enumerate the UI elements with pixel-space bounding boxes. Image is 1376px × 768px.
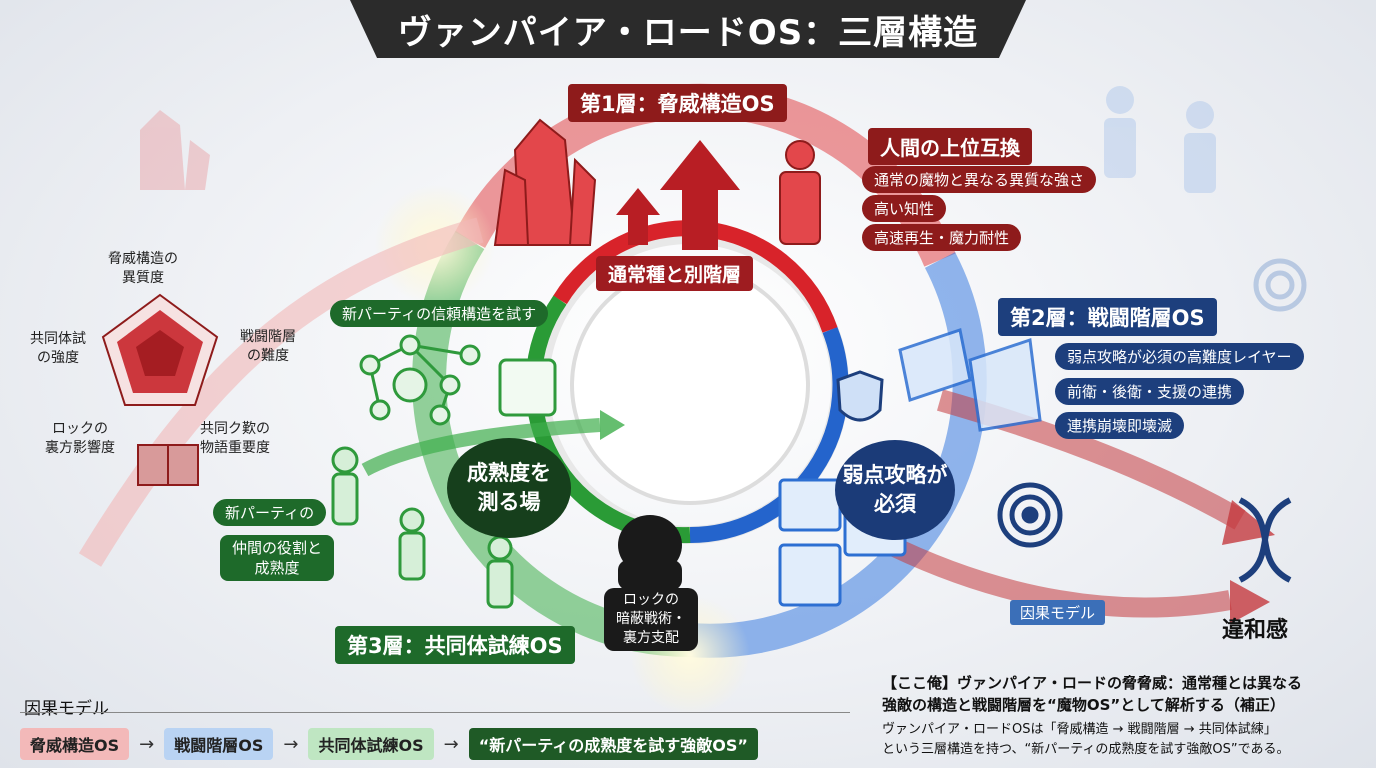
radar-label-bottom-left: ロックの 裏方影響度 <box>45 421 115 456</box>
dna-icon <box>1238 497 1292 583</box>
flow-arrow: → <box>443 733 459 755</box>
layer1-callout: 通常の魔物と異なる異質な強さ <box>862 166 1097 193</box>
layer1-callout: 高い知性 <box>862 195 947 222</box>
person-icon <box>779 140 821 245</box>
flow-step-community: 共同体試練OS <box>308 728 434 760</box>
trust-label: 新パーティの信頼構造を試す <box>330 300 549 327</box>
flow-row: 脅威構造OS → 戦闘階層OS → 共同体試練OS → “新パーティの成熟度を試… <box>20 728 758 760</box>
layer2-bubble: 弱点攻略が 必須 <box>835 440 955 540</box>
flow-arrow: → <box>283 733 299 755</box>
flow-divider <box>20 712 850 713</box>
hooded-figure-icon <box>618 515 682 590</box>
layer3-bubble: 成熟度を 測る場 <box>447 438 571 538</box>
flow-arrow: → <box>139 733 155 755</box>
layer2-callout: 弱点攻略が必須の高難度レイヤー <box>1055 343 1304 370</box>
layer2-callout: 連携崩壊即壊滅 <box>1055 412 1185 439</box>
party-label: 新パーティの <box>213 499 327 526</box>
radar-chart <box>101 293 219 406</box>
party-figure-icon <box>331 446 514 609</box>
title-bar: ヴァンパイア・ロードOS：三層構造 <box>350 0 1026 58</box>
radar-label-top: 脅威構造の 異質度 <box>108 251 178 286</box>
center-circle <box>570 265 810 505</box>
anomaly-label: 違和感 <box>1222 618 1289 643</box>
book-icon <box>137 444 199 486</box>
layer2-callout: 前衛・後衛・支援の連携 <box>1055 378 1245 405</box>
role-label: 仲間の役割と 成熟度 <box>220 535 335 581</box>
radar-label-left: 共同体試 の強度 <box>30 331 86 366</box>
network-icon <box>359 334 557 426</box>
layer1-center-label: 通常種と別階層 <box>596 256 754 291</box>
layer2-header: 第2層：戦闘階層OS <box>998 298 1217 336</box>
flow-step-final: “新パーティの成熟度を試す強敵OS” <box>468 728 758 760</box>
layer1-header: 第1層：脅威構造OS <box>568 84 787 122</box>
layer1-callout-main: 人間の上位互換 <box>868 128 1032 165</box>
radar-label-bottom-right: 共同ク歎の 物語重要度 <box>200 421 270 456</box>
flow-step-threat: 脅威構造OS <box>20 728 130 760</box>
target-icon <box>997 482 1063 548</box>
rock-label: ロックの 暗蔽戦術・ 裏方支配 <box>604 588 698 651</box>
crystal-icon <box>493 118 597 246</box>
causal-model-label: 因果モデル <box>1010 600 1106 625</box>
page-title: ヴァンパイア・ロードOS：三層構造 <box>397 12 979 53</box>
summary-heading: 【ここ俺】ヴァンパイア・ロードの脅脅威：通常種とは異なる 強敵の構造と戦闘階層を… <box>882 674 1303 714</box>
radar-label-right: 戦闘階層 の難度 <box>240 329 296 364</box>
shield-icon <box>836 370 884 422</box>
layer3-header: 第3層：共同体試練OS <box>335 626 575 664</box>
summary-body: ヴァンパイア・ロードOSは「脅威構造 → 戦闘階層 → 共同体試練」 という三層… <box>882 722 1290 757</box>
flow-title: 因果モデル <box>24 699 109 719</box>
flow-step-battle: 戦闘階層OS <box>164 728 274 760</box>
blue-blocks <box>898 328 1042 432</box>
layer1-callout: 高速再生・魔力耐性 <box>862 224 1022 251</box>
up-arrow-icon <box>616 140 740 250</box>
